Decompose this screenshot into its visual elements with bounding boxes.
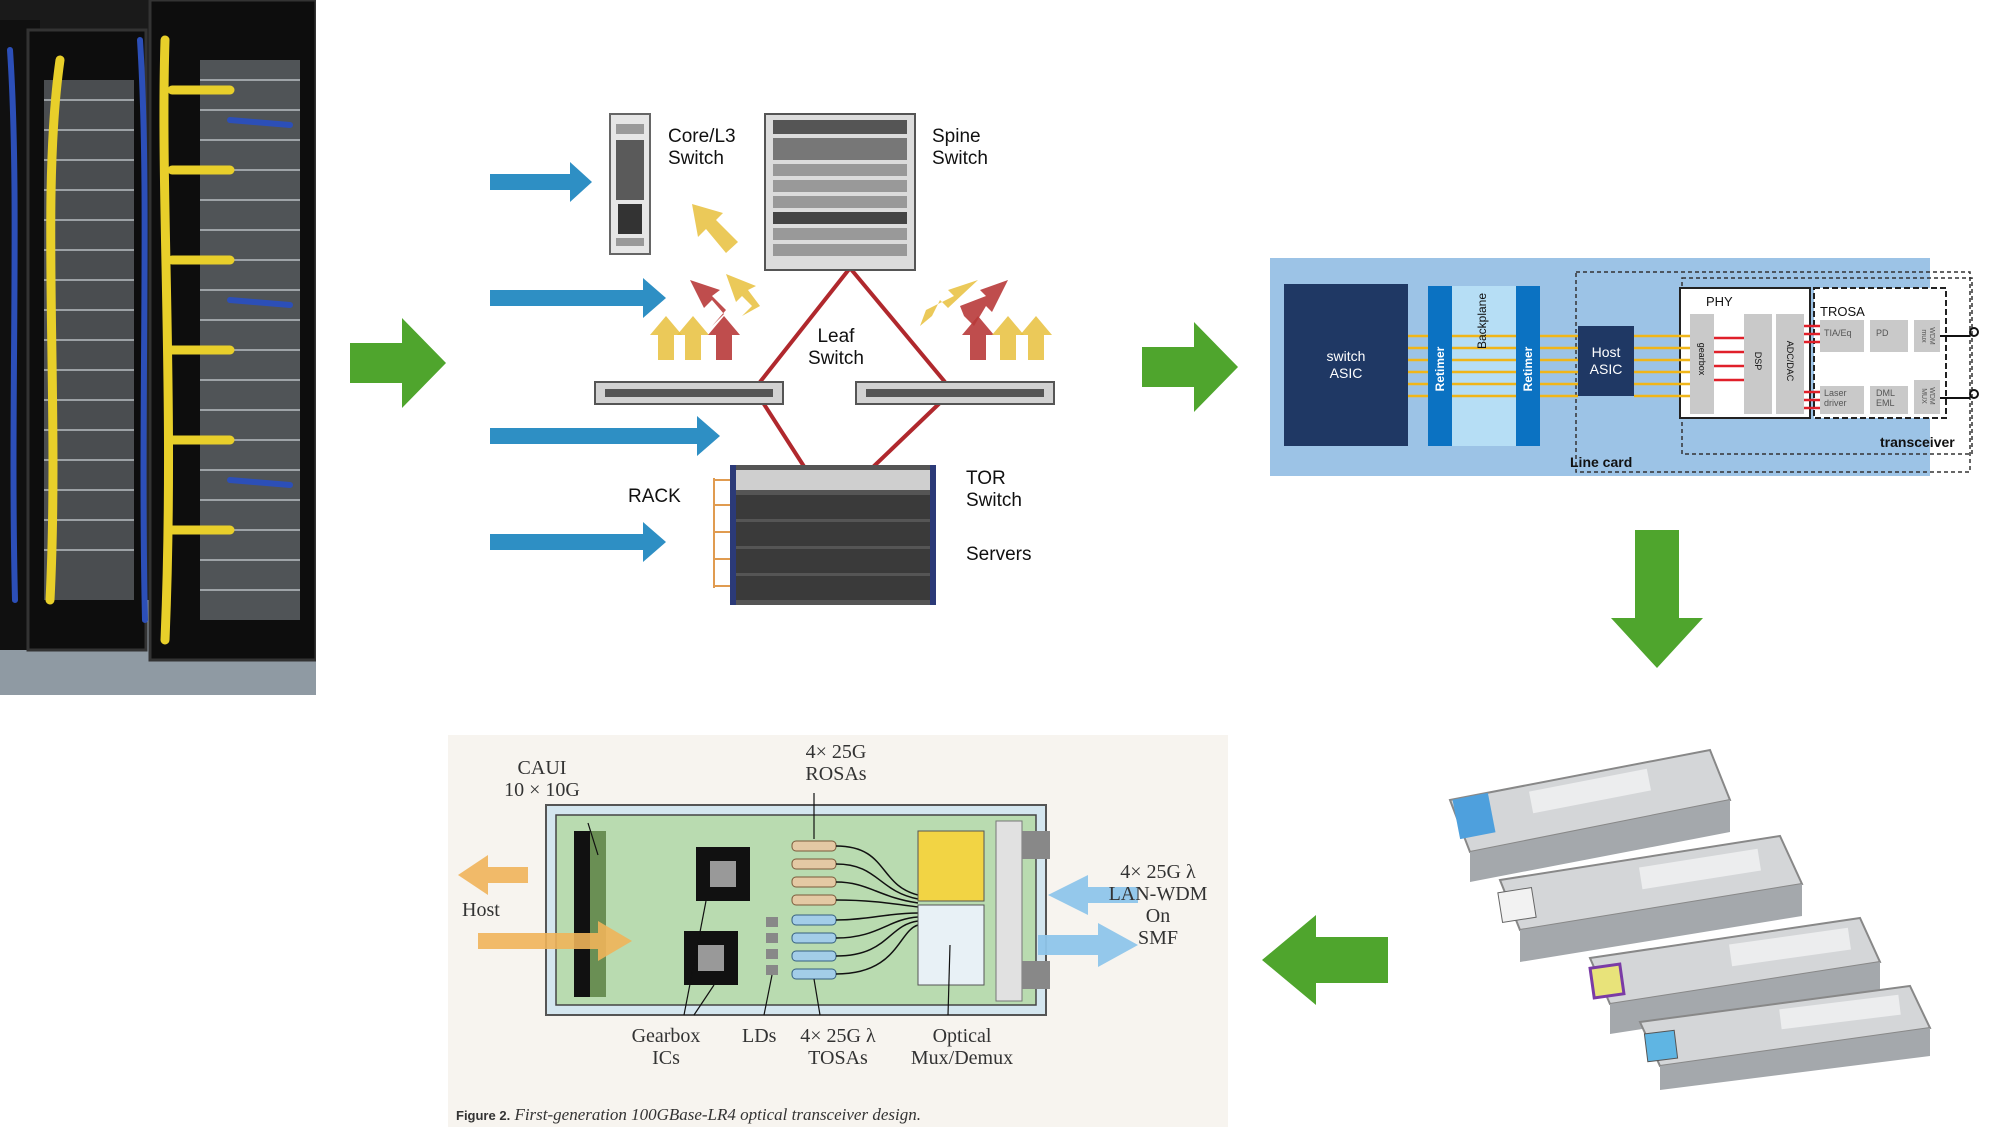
sfp-module — [1448, 748, 1732, 882]
caption-prefix: Figure 2. — [456, 1108, 511, 1123]
host-asic-label: Host ASIC — [1589, 344, 1623, 377]
dml-eml-label: DML EML — [1876, 388, 1896, 408]
lan-wdm-label: 4× 25G λ LAN-WDM On SMF — [1108, 861, 1208, 949]
input-arrows — [490, 162, 720, 562]
servers-label: Servers — [966, 544, 1032, 565]
leaf-switch-label: Leaf Switch — [808, 326, 864, 369]
rosas-label: 4× 25G ROSAs — [805, 741, 867, 785]
network-topology-diagram: Core/L3 Switch Spine Switch Leaf Switch … — [480, 100, 1100, 620]
spine-switch-label: Spine Switch — [932, 126, 988, 169]
datacenter-racks-photo — [0, 0, 318, 695]
figure-caption: Figure 2. First-generation 100GBase-LR4 … — [456, 1105, 921, 1125]
adc-dac-label: ADC/DAC — [1785, 340, 1795, 382]
flow-arrow-down — [1611, 530, 1703, 668]
lr4-transceiver-figure: CAUI 10 × 10G 4× 25G ROSAs Host 4× 25G λ… — [448, 735, 1228, 1127]
optical-mux-label: Optical Mux/Demux — [910, 1025, 1014, 1069]
laser-driver-label: Laser driver — [1824, 388, 1847, 408]
dsp-label: DSP — [1753, 351, 1763, 371]
sfp-module — [1638, 984, 1932, 1090]
backplane-label: Backplane — [1475, 292, 1489, 350]
core-switch-label: Core/L3 Switch — [668, 126, 736, 169]
caui-label: CAUI 10 × 10G — [504, 757, 580, 801]
pd-label: PD — [1876, 328, 1889, 338]
core-switch-device — [609, 113, 651, 255]
sfp-module — [1497, 834, 1804, 962]
tosas-label: 4× 25G λ TOSAs — [800, 1025, 876, 1069]
tia-eq-label: TIA/Eq — [1824, 328, 1852, 338]
retimer-right-label: Retimer — [1521, 346, 1535, 392]
spine-switch-device — [764, 113, 916, 271]
flow-arrow-right-2 — [1142, 322, 1238, 412]
caption-text: First-generation 100GBase-LR4 optical tr… — [514, 1105, 921, 1124]
transceiver-label: transceiver — [1880, 434, 1955, 450]
trosa-label: TROSA — [1820, 304, 1865, 319]
gearbox-ics-label: Gearbox ICs — [631, 1025, 701, 1069]
wdm-mux-bottom-label: WDM MUX — [1920, 387, 1935, 405]
tor-switch-label: TOR Switch — [966, 468, 1022, 511]
phy-label: PHY — [1706, 294, 1733, 309]
flow-arrow-left — [1262, 915, 1388, 1005]
switch-asic-label: switch ASIC — [1326, 348, 1366, 381]
traffic-arrows — [650, 204, 1052, 360]
lds-label: LDs — [742, 1025, 777, 1047]
rack-device — [730, 465, 936, 605]
line-card-label: Line card — [1570, 454, 1633, 470]
gearbox-label: gearbox — [1697, 342, 1707, 376]
flow-arrow-right-1 — [350, 318, 446, 408]
leaf-switch-left-device — [594, 381, 784, 405]
sfp-transceivers-photo — [1440, 740, 1960, 1090]
retimer-left-label: Retimer — [1433, 346, 1447, 392]
wdm-mux-top-label: WDM mux — [1920, 327, 1935, 345]
rack-label: RACK — [628, 486, 681, 507]
line-card-diagram: switch ASIC Retimer Backplane Retimer Ho… — [1270, 258, 1982, 478]
leaf-switch-right-device — [855, 381, 1055, 405]
host-label: Host — [462, 899, 500, 921]
